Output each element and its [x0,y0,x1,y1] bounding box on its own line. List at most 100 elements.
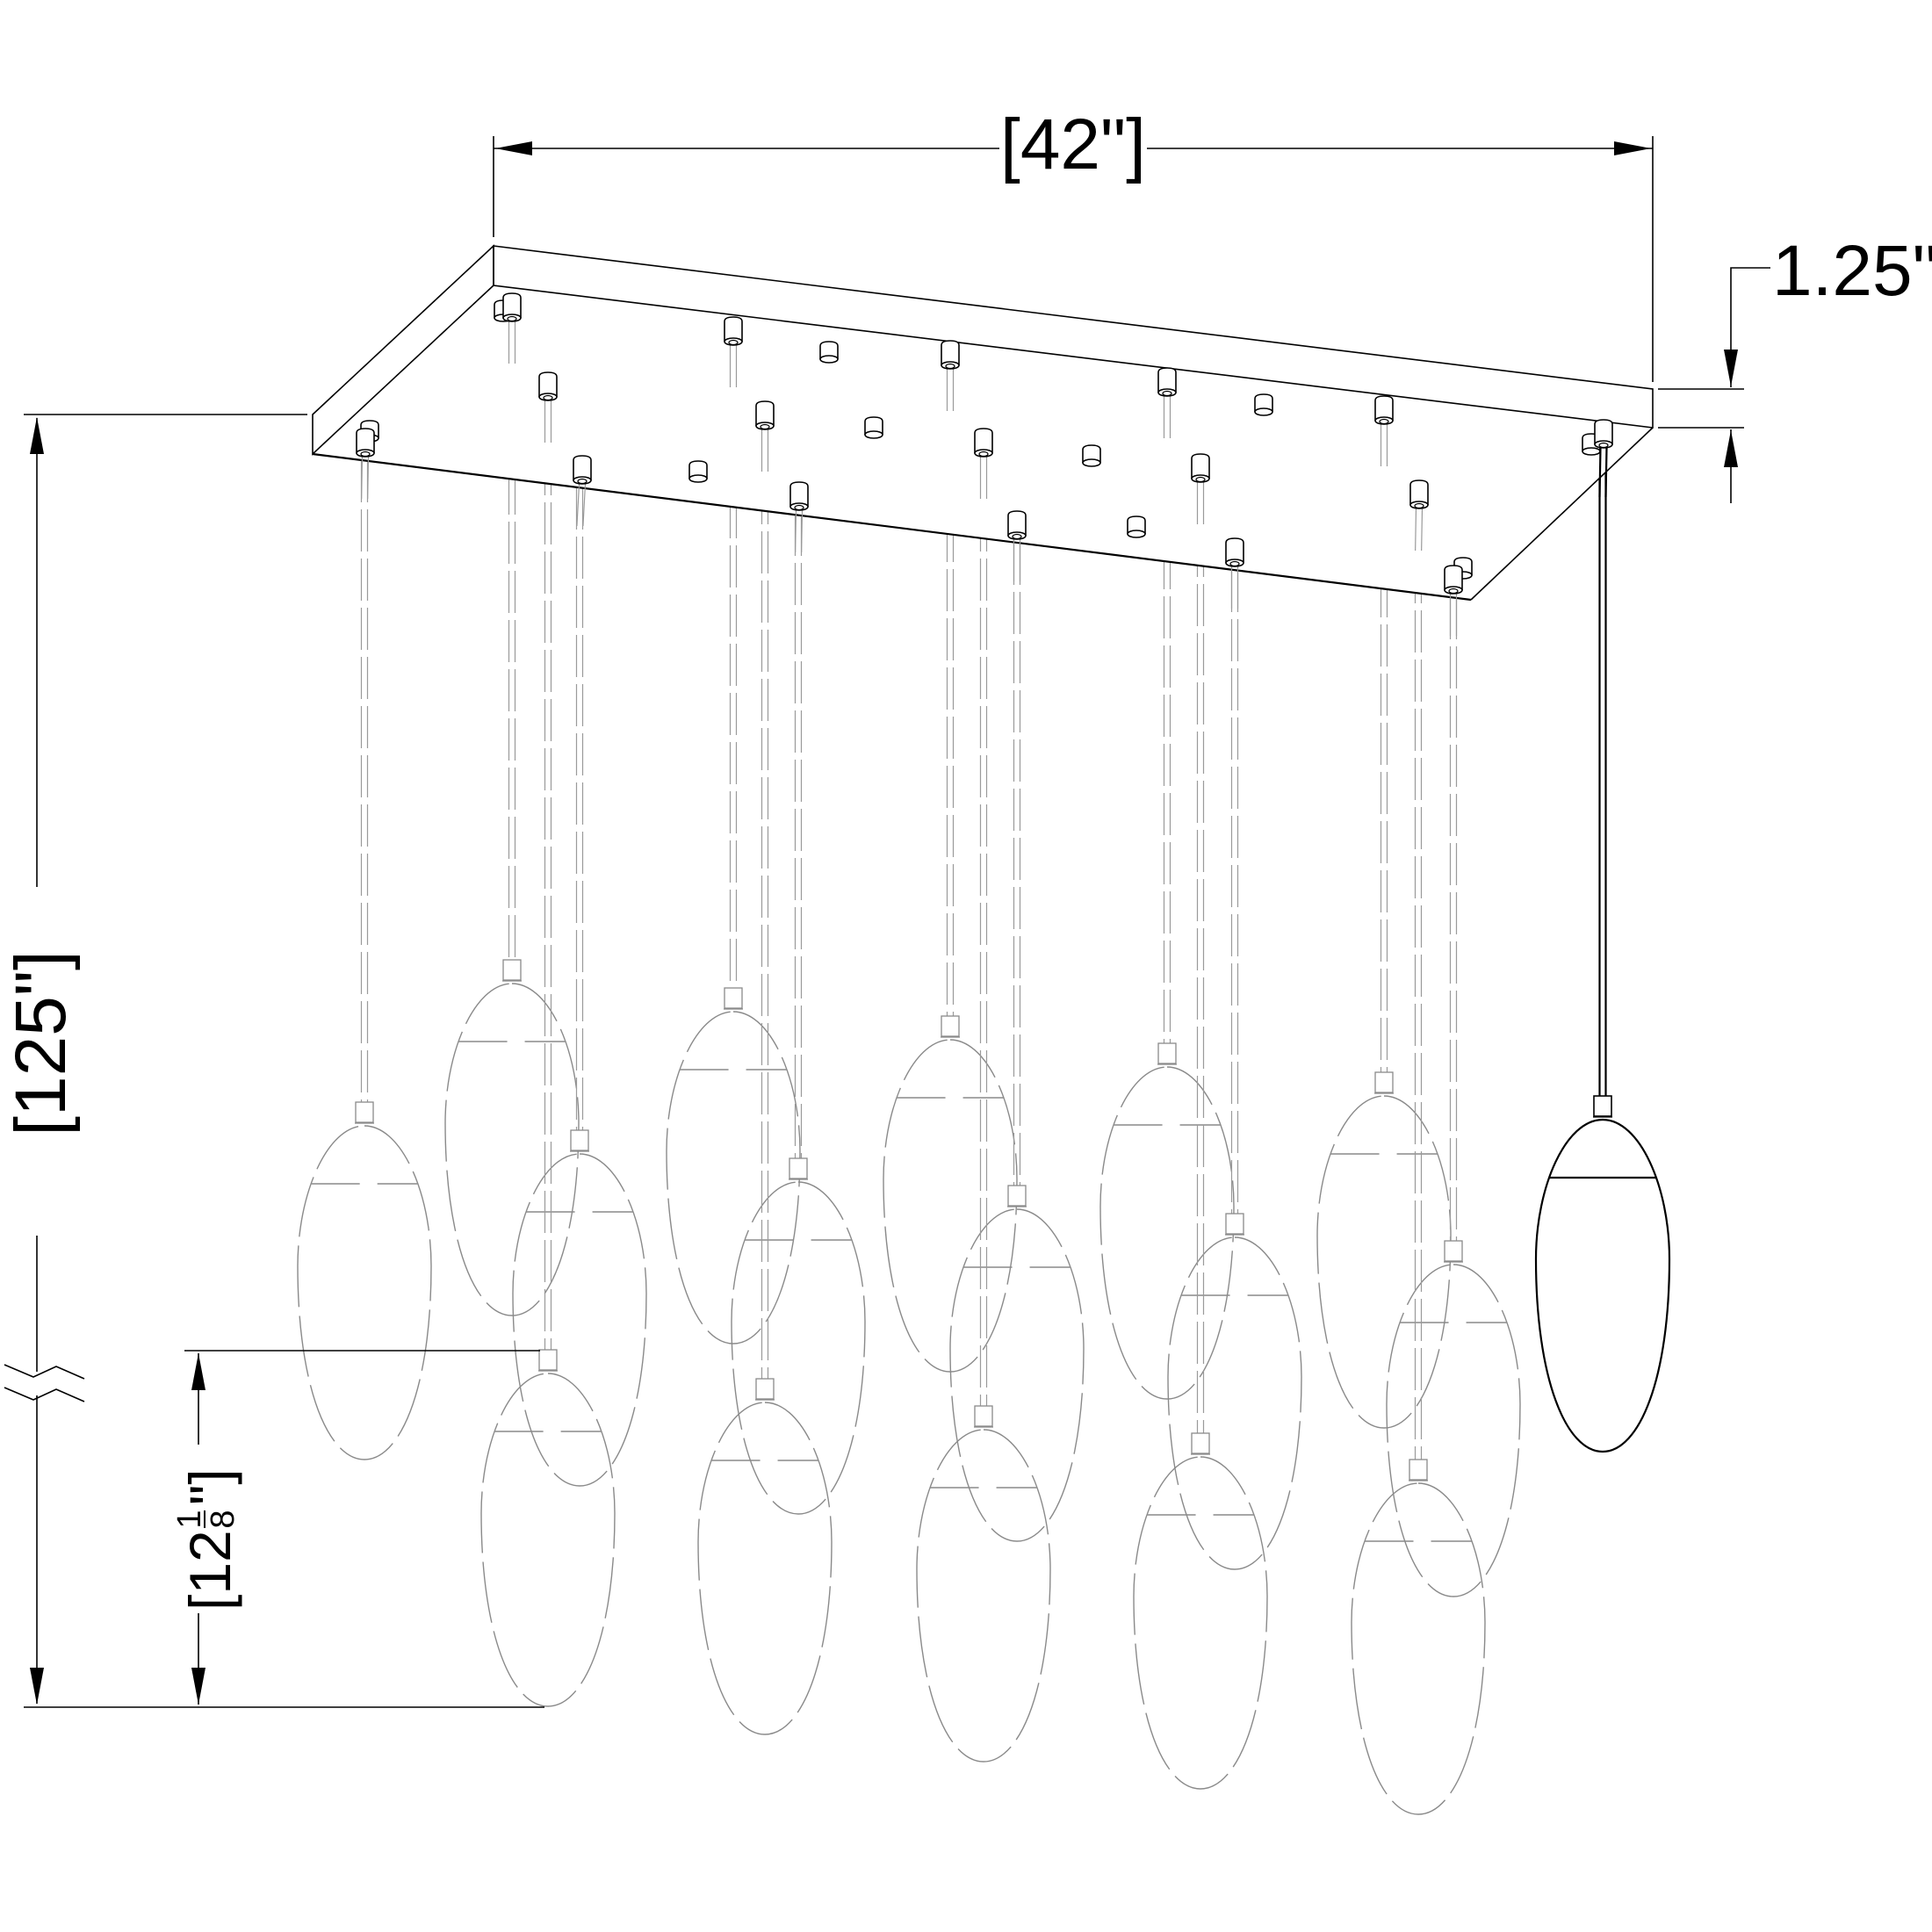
pendant-height-frac-num: 1 [171,1510,208,1528]
cap-body [573,455,592,480]
glass-shade [883,1039,1018,1373]
cord-hole [507,315,517,322]
glass-shade [697,1402,833,1735]
dummy-cap [1127,515,1146,538]
cap-base [1582,447,1601,456]
cord-socket [1374,395,1394,425]
cap-body [1225,537,1244,563]
socket-cup [724,987,743,1009]
hidden-pendant [949,543,1085,1542]
cord-socket [1444,565,1463,595]
cord-socket [724,316,743,346]
socket-cup [974,1405,993,1427]
cap-body [1409,479,1429,505]
canopy-front-edge [312,452,1472,602]
glass-shade [1133,1456,1268,1790]
cord-hole [1162,390,1172,397]
cord-hole [1229,560,1240,567]
cord-socket [1594,419,1613,449]
cord-stub [360,456,364,507]
socket-cup [1374,1071,1394,1093]
cap-body [1007,510,1027,536]
hidden-pendant [297,460,432,1460]
glass-shade [731,1181,866,1515]
hidden-pendant [1133,486,1268,1790]
cord-socket [789,481,809,511]
cap-base [688,474,708,483]
socket-cup [1409,1459,1428,1481]
cord-hole [543,394,553,401]
pendant-height-frac-den: 8 [205,1510,242,1528]
pendant-group [297,325,1671,1815]
cord-socket [573,455,592,485]
arrow-down-icon [191,1668,205,1705]
hidden-pendant [444,325,580,1316]
cord-socket [941,340,960,370]
cord-stub [581,483,587,534]
cap-body [819,341,839,359]
cord-socket [1225,537,1244,567]
glass-shade [949,1208,1085,1542]
cord-socket [502,292,522,322]
break-symbol-lower [4,1387,85,1402]
cap-base [864,430,883,439]
cord-socket [1157,367,1177,397]
cap-base [1082,458,1101,467]
cord-hole [760,423,770,430]
cap-body [789,481,809,507]
arrow-right-icon [1614,141,1651,155]
socket-cup [1157,1042,1177,1064]
dummy-cap [1254,393,1273,416]
cord-hole [1379,418,1389,425]
canopy-right-edge [1470,427,1654,601]
socket-cup [355,1101,374,1123]
cap-base [819,355,839,364]
dummy-cap [864,416,883,439]
arrow-down-icon [30,1668,44,1705]
cap-body [724,316,743,342]
arrow-up-icon [1724,430,1738,467]
hidden-pendant [731,514,866,1515]
cord-socket [974,428,993,458]
cord-hole [1012,533,1022,540]
glass-shade [1534,1118,1671,1453]
cord-stub [575,483,580,534]
socket-cup [941,1015,960,1037]
glass-shade [1167,1236,1302,1570]
break-symbol-upper [4,1364,85,1380]
socket-cup [538,1349,558,1371]
cord-hole [1195,476,1206,483]
socket-cup [570,1129,589,1151]
glass-shade [666,1011,801,1344]
glass-shade [297,1125,432,1460]
canopy-sockets [356,292,1613,643]
cap-body [1127,515,1146,534]
dimension-lines [4,136,1770,1708]
width-dimension-label: [42"] [1000,105,1146,184]
pendant-height-dimension-label: [12 1 8 "] [171,1468,242,1611]
dummy-cap [1082,444,1101,467]
dummy-cap [688,460,708,483]
cap-body [864,416,883,435]
arrow-left-icon [495,141,532,155]
canopy-height-dimension-label: 1.25" [1772,231,1932,311]
cap-body [502,292,522,318]
glass-shade [480,1373,616,1707]
hidden-pendant [512,487,647,1487]
hidden-pendant [1351,512,1486,1815]
cord-stub [1604,447,1608,498]
cord-hole [945,363,955,370]
glass-shade [1316,1095,1452,1429]
socket-cup [502,959,522,981]
cord-socket [1007,510,1027,540]
cap-body [974,428,993,453]
cap-body [538,371,558,397]
hidden-pendant [916,460,1051,1763]
arrow-down-icon [1724,350,1738,386]
cord-stub [1420,508,1424,559]
cap-body [688,460,708,479]
hidden-pendant [480,404,616,1707]
cap-body [1374,395,1394,421]
overall-height-dimension-label: [125"] [1,950,81,1136]
